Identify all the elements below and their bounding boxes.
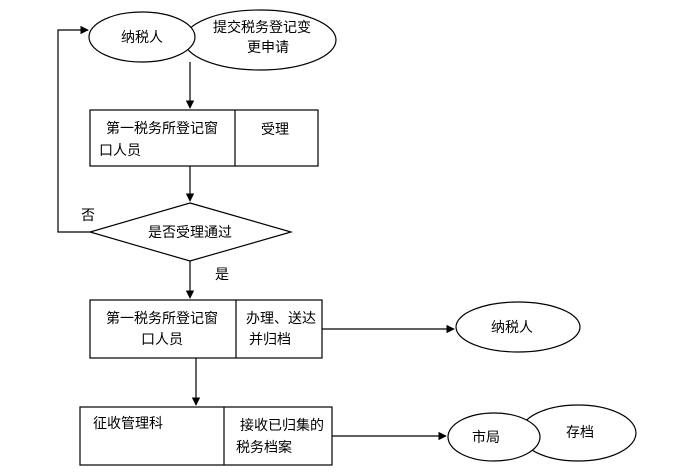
archive-label: 存档 [566, 425, 594, 441]
edge-yes-label: 是 [215, 267, 229, 283]
box2 [89, 299, 323, 359]
box1 [89, 109, 319, 167]
box2-left-line1: 第一税务所登记窗 [106, 310, 218, 327]
box1-left-line1: 第一税务所登记窗 [106, 120, 218, 137]
box3-left-label: 征收管理科 [93, 416, 163, 432]
taxpayer-top-label: 纳税人 [121, 30, 163, 46]
city-bureau-label: 市局 [472, 429, 500, 446]
taxpayer-right-label: 纳税人 [491, 320, 533, 336]
box1-left-line2: 口人员 [99, 143, 141, 159]
box2-right-line2: 并归档 [249, 331, 291, 348]
box3 [79, 406, 333, 466]
edge-no-label: 否 [81, 208, 95, 224]
box3-right-line1: 接收已归集的 [240, 417, 324, 434]
box1-right-label: 受理 [261, 122, 289, 138]
submit-change-label-line2: 更申请 [247, 40, 289, 56]
submit-change-label-line1: 提交税务登记变 [213, 19, 311, 36]
taxpayer-top-ellipse [88, 11, 196, 63]
box3-right-line2: 税务档案 [236, 439, 292, 456]
decision-label: 是否受理通过 [148, 225, 232, 241]
taxpayer-right-ellipse [455, 301, 581, 353]
box2-right-line1: 办理、送达 [246, 311, 316, 327]
box2-left-line2: 口人员 [141, 332, 183, 348]
no-loop-line [57, 25, 90, 233]
city-bureau-ellipse [447, 412, 541, 462]
